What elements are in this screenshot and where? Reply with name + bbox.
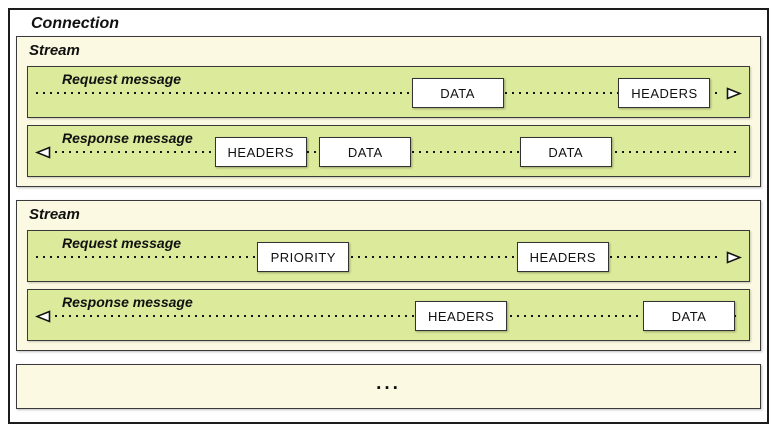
frame-box: HEADERS xyxy=(618,78,711,108)
ellipsis-label: ... xyxy=(376,372,401,394)
right-arrow-icon xyxy=(726,87,743,100)
left-arrow-icon xyxy=(34,310,51,323)
timeline-dotted-line xyxy=(36,256,722,258)
stream-label: Stream xyxy=(29,42,80,59)
connection-label: Connection xyxy=(31,15,119,32)
frame-box: HEADERS xyxy=(516,242,609,272)
stream-label: Stream xyxy=(29,206,80,223)
timeline-dotted-line xyxy=(36,92,722,94)
message-row-response: Response message HEADERS DATA xyxy=(27,289,750,341)
message-label: Request message xyxy=(62,235,182,251)
timeline-dotted-line xyxy=(55,315,741,317)
right-arrow-icon xyxy=(726,251,743,264)
frame-box: DATA xyxy=(319,137,412,167)
frame-box: HEADERS xyxy=(415,301,508,331)
message-label: Response message xyxy=(62,130,193,146)
frame-box: PRIORITY xyxy=(257,242,350,272)
frame-box: DATA xyxy=(643,301,735,331)
message-row-request: Request message DATA HEADERS xyxy=(27,66,750,118)
frame-box: DATA xyxy=(411,78,504,108)
message-row-request: Request message PRIORITY HEADERS xyxy=(27,230,750,282)
message-row-response: Response message HEADERS DATA DATA xyxy=(27,125,750,177)
message-label: Response message xyxy=(62,294,193,310)
message-label: Request message xyxy=(62,71,182,87)
more-streams-box: ... xyxy=(16,364,761,409)
left-arrow-icon xyxy=(34,146,51,159)
frame-box: DATA xyxy=(519,137,612,167)
frame-box: HEADERS xyxy=(214,137,307,167)
